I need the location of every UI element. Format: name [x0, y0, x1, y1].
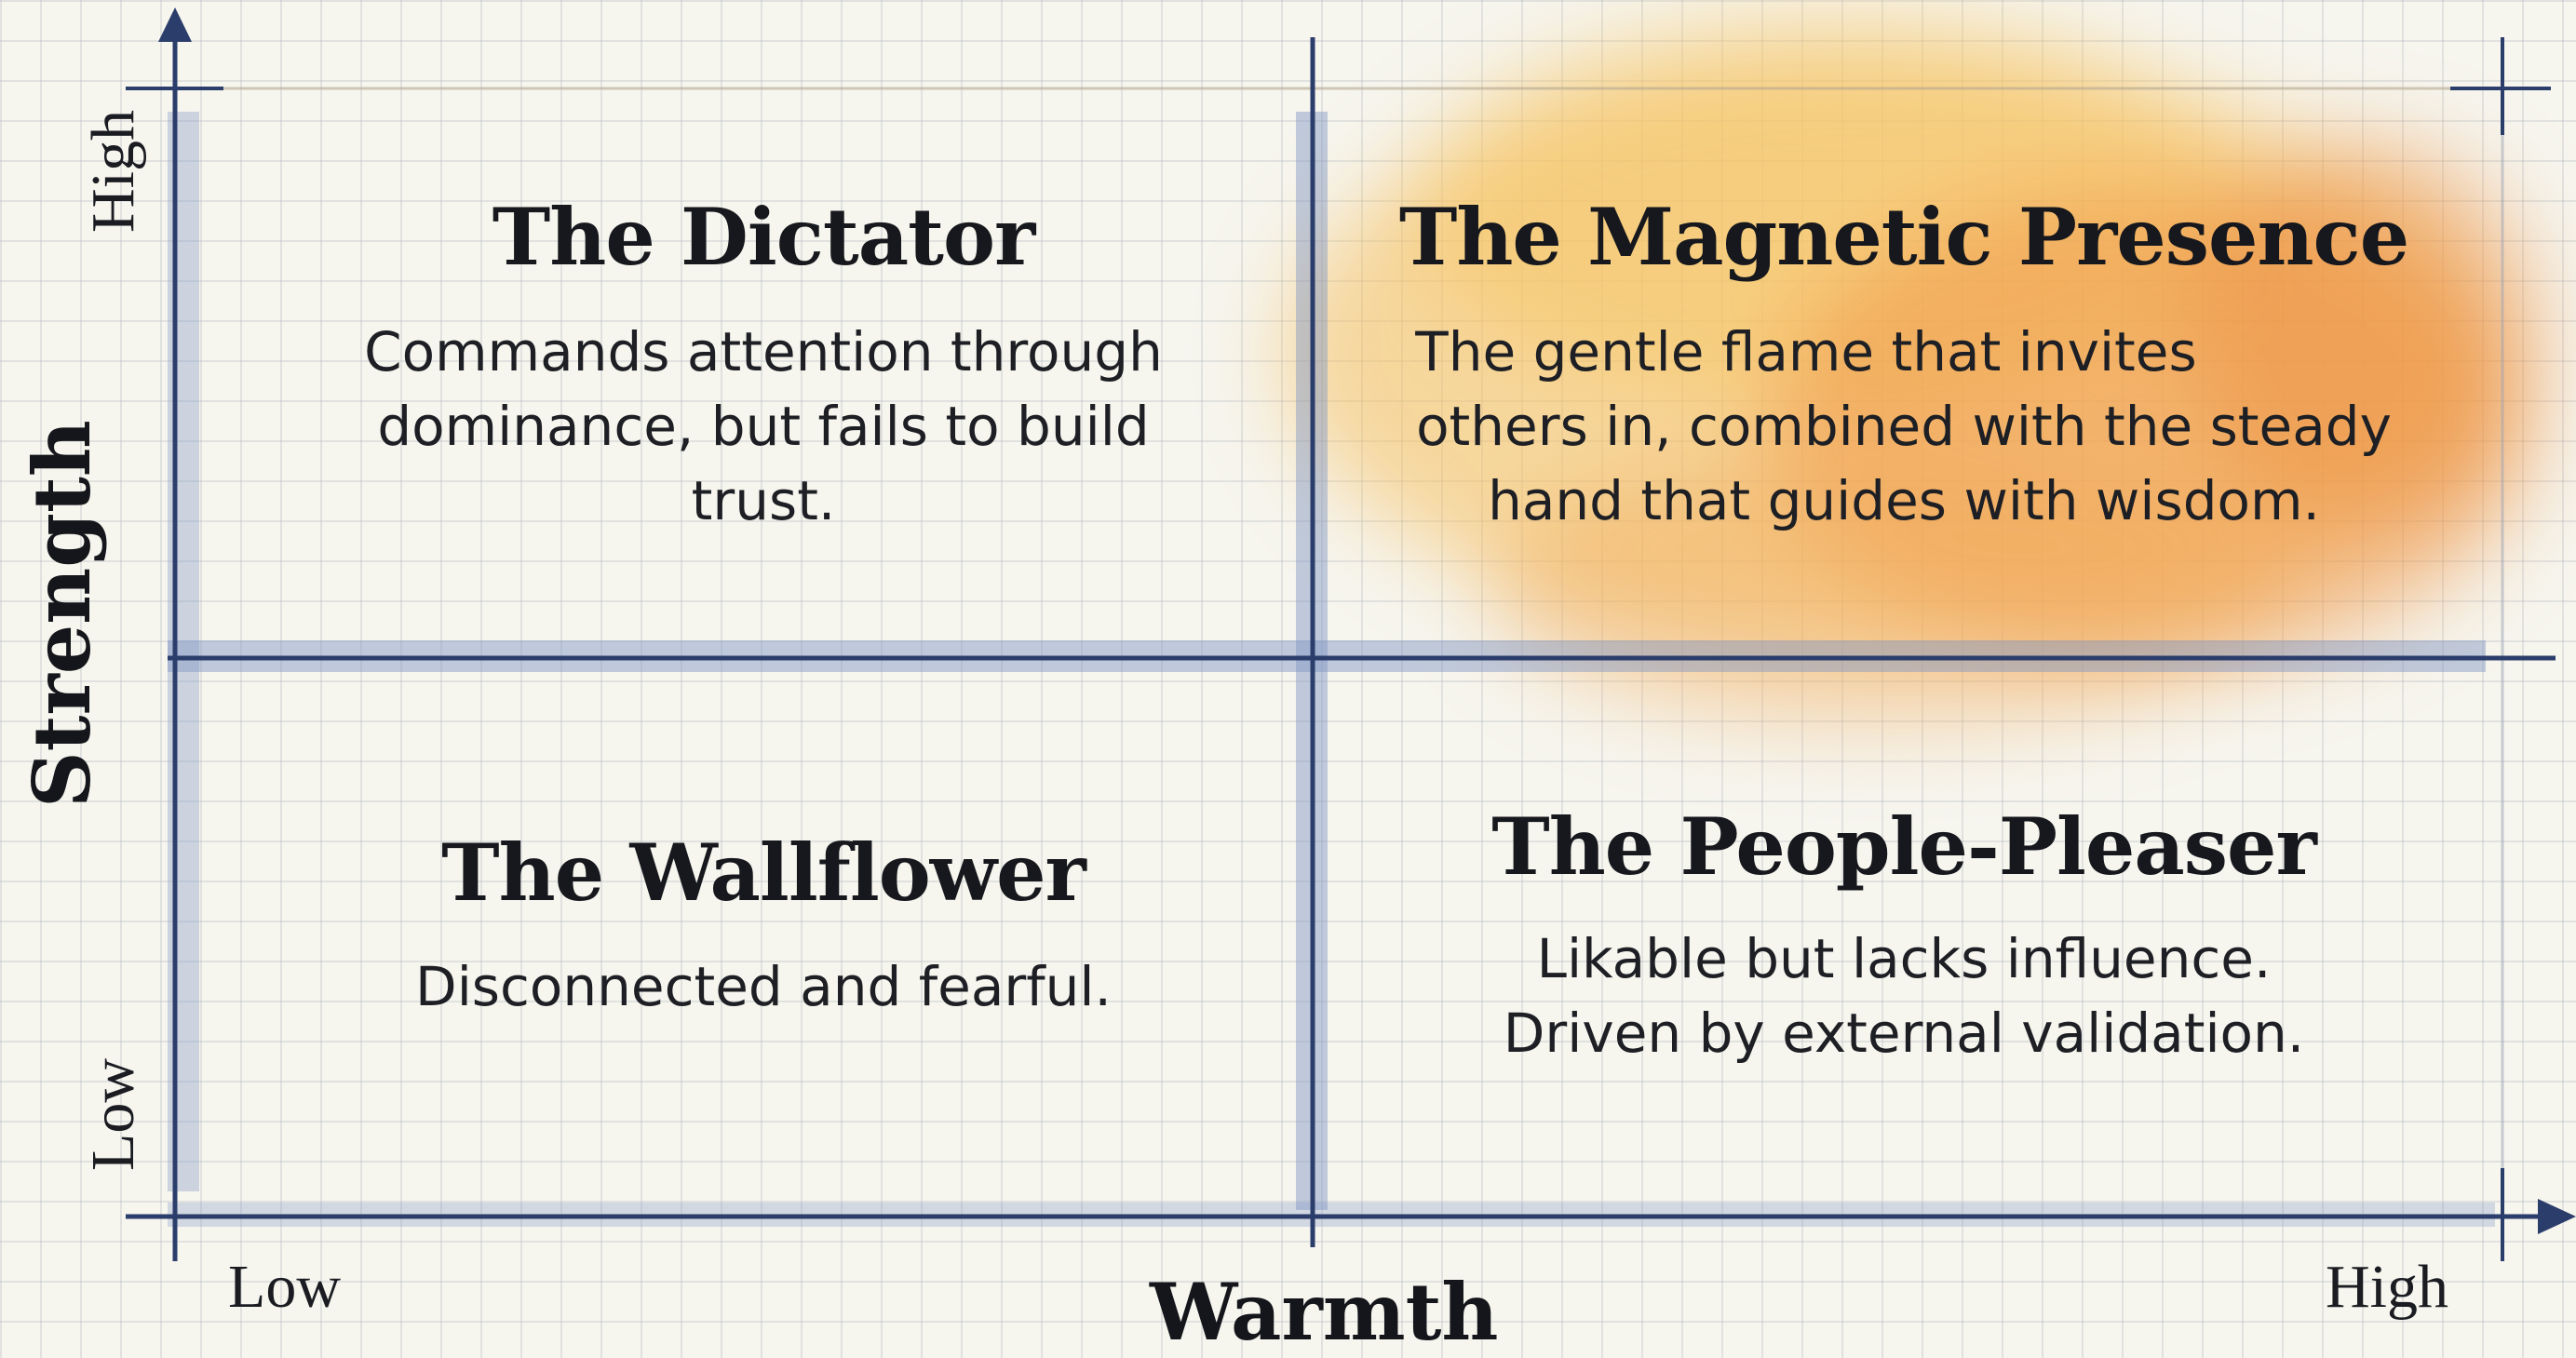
description-line: Likable but lacks influence.: [1350, 921, 2458, 996]
quadrant-description-people-pleaser: Likable but lacks influence. Driven by e…: [1350, 921, 2458, 1070]
description-line: Driven by external validation.: [1350, 996, 2458, 1070]
description-line: Commands attention through: [298, 315, 1229, 389]
description-line: Disconnected and fearful.: [298, 949, 1229, 1024]
quadrant-description-wallflower: Disconnected and fearful.: [298, 949, 1229, 1024]
x-axis-high-label: High: [2326, 1252, 2448, 1323]
quadrant-description-magnetic-presence: The gentle flame that invites others in,…: [1350, 315, 2458, 538]
quadrant-description-dictator: Commands attention through dominance, bu…: [298, 315, 1229, 538]
quadrant-title-wallflower: The Wallflower: [298, 827, 1229, 919]
quadrant-title-magnetic-presence: The Magnetic Presence: [1350, 191, 2458, 283]
x-axis-title: Warmth: [1150, 1266, 1476, 1358]
description-line: others in, combined with the steady: [1350, 389, 2458, 464]
description-line: The gentle flame that invites: [1350, 315, 2458, 389]
x-axis-arrow: [2538, 1199, 2576, 1234]
y-axis-high-label: High: [81, 121, 146, 233]
y-axis-low-label: Low: [81, 1059, 146, 1171]
description-line: trust.: [298, 464, 1229, 538]
y-axis-arrow: [158, 7, 192, 42]
x-axis-low-label: Low: [228, 1252, 341, 1323]
quadrant-title-dictator: The Dictator: [298, 191, 1229, 283]
y-axis-title: Strength: [16, 501, 109, 808]
quadrant-title-people-pleaser: The People-Pleaser: [1350, 800, 2458, 893]
description-line: dominance, but fails to build: [298, 389, 1229, 464]
description-line: hand that guides with wisdom.: [1350, 464, 2458, 538]
